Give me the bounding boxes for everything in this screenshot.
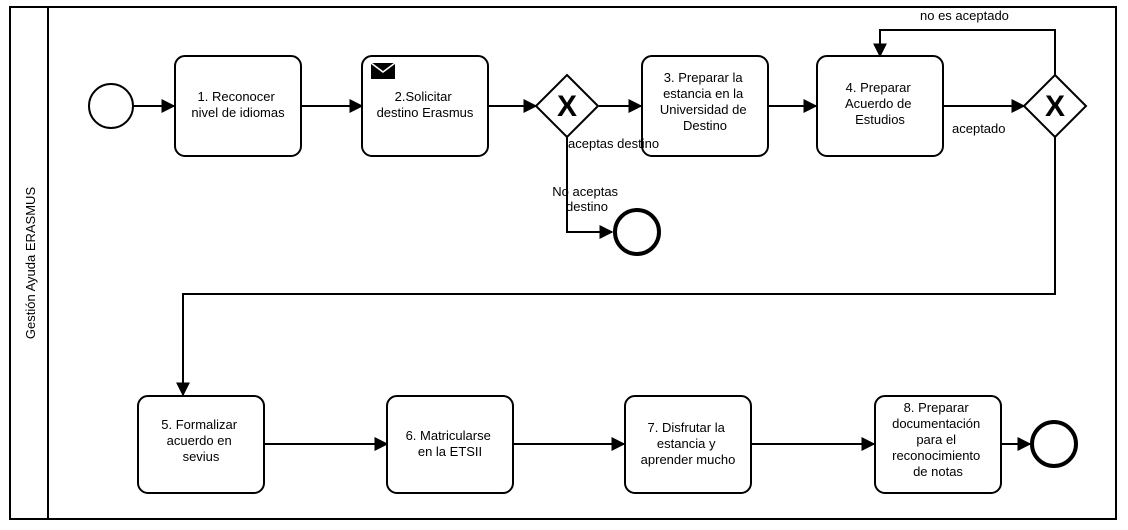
task-label: 8. Preparar documentación para el recono… [892, 400, 984, 479]
gateway-symbol: X [1045, 90, 1065, 123]
end-event-reject[interactable] [613, 208, 661, 256]
task-1[interactable]: 1. Reconocer nivel de idiomas [174, 55, 302, 157]
flow-g2-loop-to-t4[interactable] [873, 29, 1056, 75]
lane-label: Gestión Ayuda ERASMUS [23, 187, 38, 340]
task-5[interactable]: 5. Formalizar acuerdo en sevius [137, 395, 265, 494]
task-6[interactable]: 6. Matricularse en la ETSII [386, 395, 514, 494]
task-8[interactable]: 8. Preparar documentación para el recono… [874, 395, 1002, 494]
task-label: 6. Matricularse en la ETSII [406, 428, 495, 459]
task-label: 4. Preparar Acuerdo de Estudios [845, 80, 915, 127]
task-4[interactable]: 4. Preparar Acuerdo de Estudios [816, 55, 944, 157]
task-label: 5. Formalizar acuerdo en sevius [161, 417, 240, 464]
flow-label-accepted: aceptado [952, 121, 1006, 136]
task-label: 2.Solicitar destino Erasmus [377, 89, 474, 120]
task-3[interactable]: 3. Preparar la estancia en la Universida… [641, 55, 769, 157]
flow-g1-to-end[interactable] [566, 137, 614, 239]
envelope-icon [370, 62, 396, 79]
task-7[interactable]: 7. Disfrutar la estancia y aprender much… [624, 395, 752, 494]
gateway-symbol: X [557, 90, 577, 123]
flow-label-reject-destination: No aceptas destino [552, 184, 621, 214]
gateway-exclusive-1[interactable]: X [534, 73, 600, 139]
task-label: 7. Disfrutar la estancia y aprender much… [641, 420, 736, 467]
task-2[interactable]: 2.Solicitar destino Erasmus [361, 55, 489, 157]
flow-label-not-accepted: no es aceptado [920, 8, 1009, 23]
gateway-exclusive-2[interactable]: X [1022, 73, 1088, 139]
flow-label-accept-destination: aceptas destino [568, 136, 659, 151]
flow-g2-to-t5[interactable] [176, 137, 1056, 397]
end-event-final[interactable] [1030, 420, 1078, 468]
task-label: 3. Preparar la estancia en la Universida… [660, 70, 750, 133]
task-label: 1. Reconocer nivel de idiomas [191, 89, 285, 120]
start-event[interactable] [88, 83, 134, 129]
